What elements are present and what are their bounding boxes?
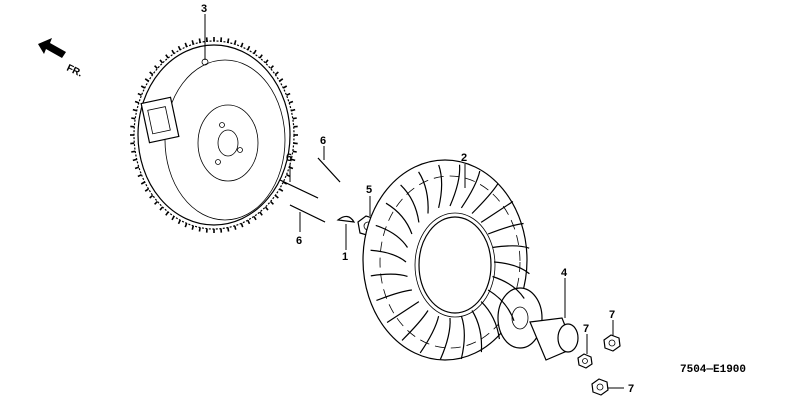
nut-small-right bbox=[603, 334, 621, 352]
direction-label: FR. bbox=[65, 63, 84, 80]
callout-stud-mid: 6 bbox=[286, 152, 292, 164]
washer-nut bbox=[591, 378, 609, 396]
ring-gear-teeth bbox=[130, 37, 298, 233]
stud-mid bbox=[279, 179, 319, 199]
callout-pulley: 4 bbox=[561, 267, 568, 279]
callout-washer: 7 bbox=[628, 383, 634, 395]
nut-small-left bbox=[577, 353, 593, 369]
starter-pulley bbox=[497, 287, 579, 361]
callout-key: 1 bbox=[342, 251, 348, 263]
flywheel bbox=[133, 40, 295, 230]
woodruff-key bbox=[336, 215, 356, 223]
callout-nut-small-upper: 7 bbox=[583, 323, 589, 335]
diagram-code: 7504—E1900 bbox=[680, 364, 746, 376]
stud-upper bbox=[317, 157, 341, 183]
callout-nut-small-lower: 7 bbox=[609, 309, 615, 321]
fan-blades bbox=[370, 164, 530, 360]
callout-fan: 2 bbox=[461, 152, 467, 164]
callout-flywheel: 3 bbox=[201, 3, 207, 15]
callout-stud-lower: 6 bbox=[296, 235, 302, 247]
cooling-fan bbox=[362, 159, 528, 361]
stud-lower bbox=[289, 204, 326, 223]
arrow-icon bbox=[38, 38, 66, 58]
callout-nut-center: 5 bbox=[366, 184, 372, 196]
callout-stud-upper: 6 bbox=[320, 135, 326, 147]
front-direction-arrow: FR. bbox=[38, 38, 84, 80]
